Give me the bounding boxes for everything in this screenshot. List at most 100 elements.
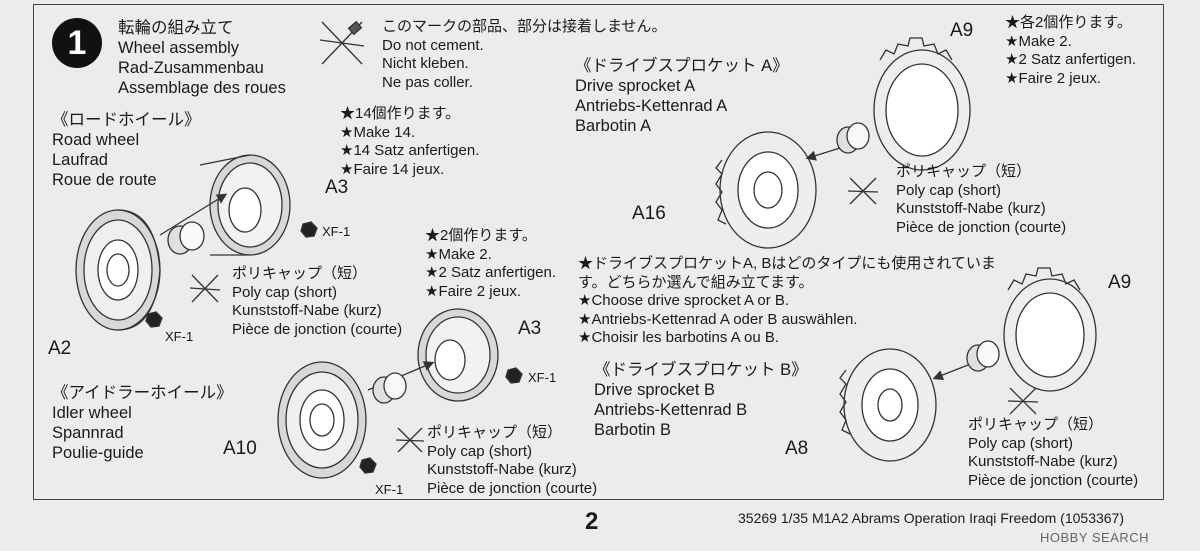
part-label-a3: A3 <box>325 177 349 198</box>
part-label-a8: A8 <box>785 438 809 459</box>
road-wheel-heading-line: Road wheel <box>52 131 140 149</box>
polycap-line: ポリキャップ（短） <box>232 265 368 282</box>
polycap-line: Pièce de jonction (courte) <box>896 218 1067 236</box>
sprocket-a-heading-line: Drive sprocket A <box>575 77 696 95</box>
sprocket-b-heading-line: Antriebs-Kettenrad B <box>594 401 748 419</box>
make-note-line: ★Faire 2 jeux. <box>425 282 521 300</box>
sprocket-b-polycap-label: ポリキャップ（短） Poly cap (short) Kunststoff-Na… <box>968 416 1138 490</box>
sprocket-a-heading: 《ドライブスプロケット A》 Drive sprocket A Antriebs… <box>575 56 789 136</box>
make-note-line: ★Faire 2 jeux. <box>1005 69 1101 87</box>
sprocket-b-heading: 《ドライブスプロケット B》 Drive sprocket B Antriebs… <box>594 360 808 440</box>
xf1-marker-c <box>505 367 523 384</box>
polycap-line: Kunststoff-Nabe (kurz) <box>232 302 382 319</box>
choose-note-line: ★Antriebs-Kettenrad A oder B auswählen. <box>578 310 858 328</box>
road-wheel-heading-line: 《ロードホイール》 <box>52 111 201 129</box>
watermark-logo: HOBBY SEARCH <box>1040 530 1150 545</box>
paint-label-xf1: XF-1 <box>528 370 557 385</box>
sprocket-a-heading-line: 《ドライブスプロケット A》 <box>575 57 789 75</box>
road-wheel-inner-a3 <box>199 154 291 256</box>
idler-wheel-outer-a10 <box>277 361 367 479</box>
sprocket-a-polycap-label: ポリキャップ（短） Poly cap (short) Kunststoff-Na… <box>896 163 1066 237</box>
xf1-marker-a <box>300 221 318 238</box>
road-wheel-heading: 《ロードホイール》 Road wheel Laufrad Roue de rou… <box>52 110 201 190</box>
polycap-line: Poly cap (short) <box>968 434 1074 452</box>
sprocket-a-heading-line: Barbotin A <box>575 117 652 135</box>
product-footer: 35269 1/35 M1A2 Abrams Operation Iraqi F… <box>738 510 1125 526</box>
polycap-line: Poly cap (short) <box>232 283 338 301</box>
sprocket-b-heading-line: Barbotin B <box>594 421 672 439</box>
sprocket-b-outer-a9 <box>1003 267 1097 392</box>
part-label-a2: A2 <box>48 338 72 359</box>
make-note-line: ★2 Satz anfertigen. <box>1005 51 1137 68</box>
idler-wheel-inner-a3 <box>417 308 499 402</box>
no-cement-line: Do not cement. <box>382 36 484 54</box>
polycap-line: Kunststoff-Nabe (kurz) <box>968 453 1118 470</box>
make-note-line: ★14個作ります。 <box>340 105 461 122</box>
choose-note-line: ★Choisir les barbotins A ou B. <box>578 329 780 346</box>
sprocket-a-no-cement-mark <box>847 177 879 205</box>
choose-sprocket-note: ★ドライブスプロケットA, Bはどのタイプにも使用されていま す。どちらか選んで… <box>578 255 996 348</box>
road-wheel-outer-a2 <box>75 209 161 331</box>
xf1-marker-d <box>359 457 377 474</box>
idler-wheel-poly-cap <box>372 372 407 404</box>
polycap-line: ポリキャップ（短） <box>427 424 563 441</box>
make-note-line: ★Make 2. <box>1005 32 1072 50</box>
make-note-line: ★2個作ります。 <box>425 227 537 244</box>
polycap-line: Kunststoff-Nabe (kurz) <box>896 200 1046 217</box>
step-title-line: 転輪の組み立て <box>118 19 234 37</box>
no-cement-line: Nicht kleben. <box>382 55 469 72</box>
choose-note-line: ★Choose drive sprocket A or B. <box>578 292 790 309</box>
sprocket-b-heading-line: 《ドライブスプロケット B》 <box>594 361 808 379</box>
page-frame <box>33 4 1164 500</box>
idler-wheel-make-note: ★2個作ります。 ★Make 2. ★2 Satz anfertigen. ★F… <box>425 227 556 301</box>
polycap-line: ポリキャップ（短） <box>896 163 1032 180</box>
sprocket-b-poly-cap <box>966 340 1000 372</box>
step-title: 転輪の組み立て Wheel assembly Rad-Zusammenbau A… <box>118 18 286 98</box>
road-wheel-heading-line: Roue de route <box>52 171 157 189</box>
part-label-a10: A10 <box>223 438 257 459</box>
sprocket-b-heading-line: Drive sprocket B <box>594 381 716 399</box>
road-wheel-no-cement-mark <box>189 274 221 303</box>
step-title-line: Wheel assembly <box>118 39 240 57</box>
no-cement-legend: このマークの部品、部分は接着しません。 Do not cement. Nicht… <box>382 18 667 92</box>
sprocket-a-heading-line: Antriebs-Kettenrad A <box>575 97 728 115</box>
make-note-line: ★Make 14. <box>340 123 416 141</box>
road-wheel-heading-line: Laufrad <box>52 151 108 169</box>
sprocket-make-note: ★各2個作ります。 ★Make 2. ★2 Satz anfertigen. ★… <box>1005 14 1136 88</box>
polycap-line: Kunststoff-Nabe (kurz) <box>427 461 577 478</box>
idler-wheel-polycap-label: ポリキャップ（短） Poly cap (short) Kunststoff-Na… <box>427 424 597 498</box>
road-wheel-make-note: ★14個作ります。 ★Make 14. ★14 Satz anfertigen.… <box>340 105 479 179</box>
sprocket-b-inner-a8 <box>839 348 937 462</box>
part-label-a9: A9 <box>950 20 974 41</box>
idler-wheel-heading: 《アイドラーホイール》 Idler wheel Spannrad Poulie-… <box>52 383 233 463</box>
idler-wheel-heading-line: 《アイドラーホイール》 <box>52 384 233 402</box>
no-cement-line: Ne pas coller. <box>382 73 473 91</box>
road-wheel-poly-cap <box>167 221 205 255</box>
idler-wheel-heading-line: Idler wheel <box>52 404 132 422</box>
step-title-line: Rad-Zusammenbau <box>118 59 264 77</box>
xf1-marker-b <box>145 311 163 328</box>
part-label-a16: A16 <box>632 203 666 224</box>
sprocket-a-inner-a16 <box>715 131 817 249</box>
polycap-line: Pièce de jonction (courte) <box>968 471 1139 489</box>
choose-note-line: ★ドライブスプロケットA, Bはどのタイプにも使用されていま <box>578 255 996 272</box>
polycap-line: Poly cap (short) <box>896 181 1002 199</box>
make-note-line: ★14 Satz anfertigen. <box>340 142 480 159</box>
make-note-line: ★2 Satz anfertigen. <box>425 264 557 281</box>
polycap-line: Poly cap (short) <box>427 442 533 460</box>
paint-label-xf1: XF-1 <box>322 224 351 239</box>
idler-wheel-heading-line: Poulie-guide <box>52 444 144 462</box>
polycap-line: ポリキャップ（短） <box>968 416 1104 433</box>
make-note-line: ★Faire 14 jeux. <box>340 160 445 178</box>
page-number: 2 <box>585 508 599 535</box>
road-wheel-polycap-label: ポリキャップ（短） Poly cap (short) Kunststoff-Na… <box>232 265 402 339</box>
idler-wheel-heading-line: Spannrad <box>52 424 124 442</box>
step-title-line: Assemblage des roues <box>118 79 286 97</box>
polycap-line: Pièce de jonction (courte) <box>427 479 598 497</box>
idler-wheel-no-cement-mark <box>395 427 425 453</box>
sprocket-b-no-cement-mark <box>1007 387 1039 415</box>
no-cement-icon <box>319 20 365 65</box>
choose-note-line: す。どちらか選んで組み立てます。 <box>578 273 814 291</box>
part-label-a9: A9 <box>1108 272 1132 293</box>
